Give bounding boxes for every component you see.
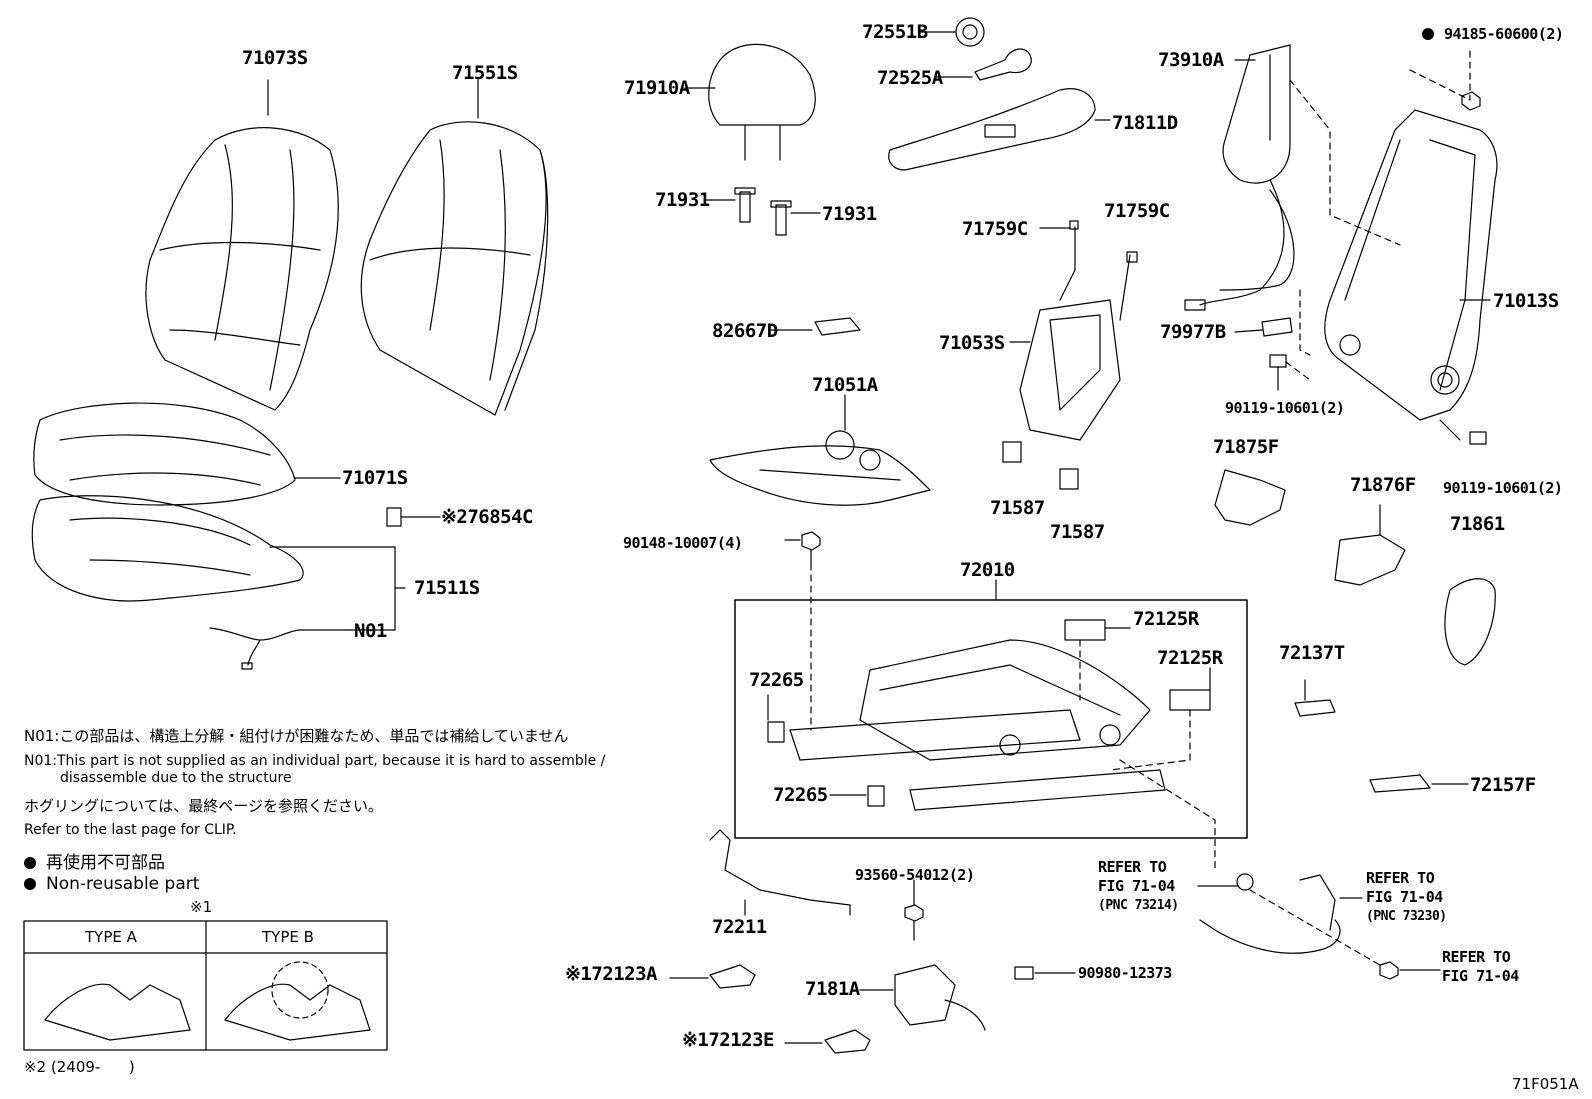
refer-callout-73230: REFER TO FIG 71-04 (PNC 73230) (1366, 869, 1447, 924)
refer-callout-nut: REFER TO FIG 71-04 (1442, 948, 1519, 985)
seat-adjuster-box (734, 579, 1248, 871)
label-72265-upper: 72265 (749, 669, 804, 691)
clip-82667d-drawing (769, 317, 861, 336)
side-shield-drawing (888, 88, 1111, 171)
label-72010: 72010 (960, 559, 1015, 581)
label-82667d: 82667D (712, 320, 778, 342)
refer-callout-73214: REFER TO FIG 71-04 (PNC 73214) (1098, 858, 1179, 913)
note-clip-en: Refer to the last page for CLIP. (24, 822, 237, 838)
covers-drawing (1214, 469, 1496, 666)
bolt-90148-drawing (784, 531, 821, 731)
label-79977b: 79977B (1160, 321, 1226, 343)
label-71051a: 71051A (812, 374, 878, 396)
type-table (23, 920, 388, 1051)
bolt-90119-drawing (1269, 354, 1487, 445)
legend-nonreusable-jp: 再使用不可部品 (24, 848, 165, 873)
n01-harness-drawing (209, 627, 351, 670)
label-71811d: 71811D (1112, 112, 1178, 134)
headrest-guides-drawing (704, 187, 821, 236)
label-71013s: 71013S (1493, 290, 1559, 312)
label-n01: N01 (354, 620, 387, 642)
type-a-header: TYPE A (85, 928, 137, 946)
covers-72123-drawing (669, 964, 871, 1054)
label-71931-right: 71931 (822, 203, 877, 225)
spring-assembly-drawing (709, 394, 931, 506)
nonreusable-dot-icon (24, 857, 36, 869)
label-71759c-left: 71759C (962, 218, 1028, 240)
label-72123e: ※172123E (682, 1029, 775, 1051)
label-71587-right: 71587 (1050, 521, 1105, 543)
retractor-drawing (859, 879, 986, 1031)
cushion-pad-drawing (31, 495, 406, 631)
rod-72211-drawing (709, 829, 851, 916)
label-71759c-right: 71759C (1104, 200, 1170, 222)
label-71931-left: 71931 (655, 189, 710, 211)
nut-94185-drawing (1461, 91, 1481, 111)
label-90148: 90148-10007(4) (623, 534, 743, 552)
clips-71587-drawing (1002, 441, 1079, 490)
clip-76854c-drawing (386, 507, 441, 527)
knob-72551b-drawing (919, 17, 985, 47)
nonreusable-dot-icon (1422, 28, 1434, 40)
label-71876f: 71876F (1350, 474, 1416, 496)
label-72123a: ※172123A (565, 963, 658, 985)
label-71551s: 71551S (452, 62, 518, 84)
label-72525a: 72525A (877, 67, 943, 89)
label-72211: 72211 (712, 916, 767, 938)
nonreusable-dot-icon (24, 878, 36, 890)
label-71053s: 71053S (939, 332, 1005, 354)
note-n01-en-2: disassemble due to the structure (60, 770, 292, 786)
label-71910a: 71910A (624, 77, 690, 99)
note-clip-jp: ホグリングについては、最終ページを参照ください。 (24, 797, 383, 815)
label-72265-lower: 72265 (773, 784, 828, 806)
lumbar-support-drawing (1009, 220, 1138, 441)
label-72551b: 72551B (862, 21, 928, 43)
figure-id: 71F051A (1512, 1075, 1579, 1093)
label-94185: 94185-60600(2) (1422, 24, 1564, 44)
label-71587-left: 71587 (990, 497, 1045, 519)
label-72125r-lower: 72125R (1157, 647, 1223, 669)
footnote-2: ※2 (2409- ) (24, 1058, 135, 1076)
label-7181a: 7181A (805, 978, 860, 1000)
label-71861: 71861 (1450, 513, 1505, 535)
table-mark: ※1 (190, 898, 213, 916)
lever-72525a-drawing (934, 48, 1032, 81)
label-90980: 90980-12373 (1078, 964, 1172, 982)
type-b-header: TYPE B (262, 928, 314, 946)
label-90119-upper: 90119-10601(2) (1225, 399, 1345, 417)
note-n01-jp: N01:この部品は、構造上分解・組付けが困難なため、単品では補給していません (24, 727, 569, 745)
note-n01-en-1: N01:This part is not supplied as an indi… (24, 753, 606, 769)
legend-nonreusable-en: Non-reusable part (24, 874, 199, 894)
cushion-cover-drawing (33, 402, 341, 506)
label-71875f: 71875F (1213, 436, 1279, 458)
label-72125r-upper: 72125R (1133, 608, 1199, 630)
label-73910a: 73910A (1158, 49, 1224, 71)
bracket-79977b-drawing (1234, 289, 1311, 356)
seatback-frame-drawing (1324, 49, 1498, 421)
label-72157f: 72157F (1470, 774, 1536, 796)
seatback-cover-drawing (145, 79, 339, 411)
label-93560: 93560-54012(2) (855, 866, 975, 884)
plug-90980-drawing (1014, 966, 1076, 980)
label-71073s: 71073S (242, 47, 308, 69)
headrest-drawing (684, 43, 816, 161)
label-72137t: 72137T (1279, 642, 1345, 664)
small-covers-drawing (1294, 679, 1469, 793)
label-76854c: ※276854C (441, 506, 534, 528)
seatback-pad-drawing (360, 79, 549, 416)
label-71511s: 71511S (414, 577, 480, 599)
label-71071s: 71071S (342, 467, 408, 489)
label-90119-lower: 90119-10601(2) (1443, 479, 1563, 497)
airbag-drawing (1184, 44, 1401, 311)
seatbelt-harness-drawing (1197, 873, 1441, 980)
